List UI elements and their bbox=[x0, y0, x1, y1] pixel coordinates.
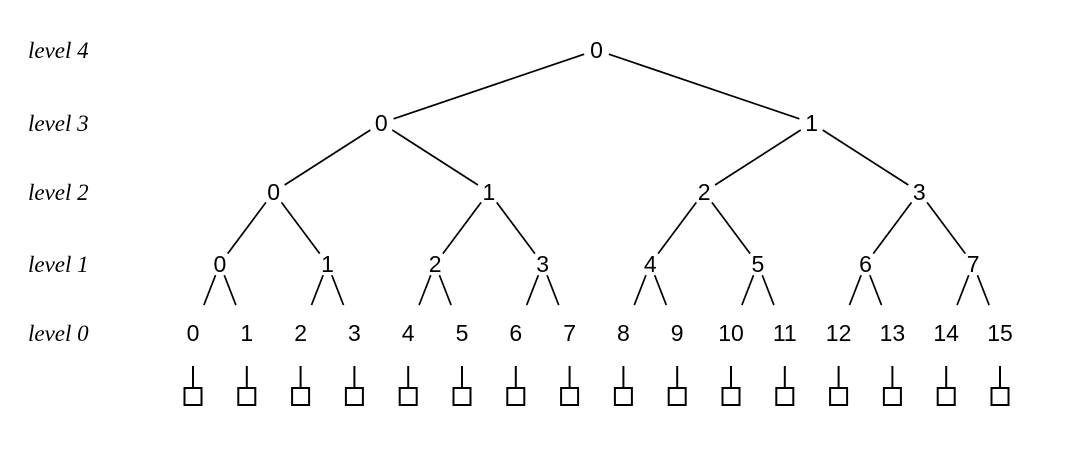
level-label-2: level 2 bbox=[28, 180, 89, 205]
tree-edge bbox=[848, 274, 862, 306]
leaf-box[interactable] bbox=[613, 387, 633, 406]
leaf-box[interactable] bbox=[882, 387, 902, 406]
tree-edges-group bbox=[203, 53, 990, 306]
tree-node-l1-7: 7 bbox=[967, 251, 980, 277]
leaf-label-12: 12 bbox=[826, 320, 852, 346]
tree-edge bbox=[227, 201, 267, 255]
leaf-label-7: 7 bbox=[563, 320, 576, 346]
level-label-1: level 1 bbox=[28, 252, 89, 277]
leaf-label-13: 13 bbox=[880, 320, 906, 346]
tree-edge bbox=[822, 129, 909, 186]
tree-edge bbox=[284, 129, 371, 186]
tree-edge bbox=[280, 201, 321, 255]
tree-node-l2-3: 3 bbox=[913, 179, 926, 205]
leaf-label-9: 9 bbox=[671, 320, 684, 346]
leaf-box[interactable] bbox=[667, 387, 687, 406]
tree-edge bbox=[714, 129, 802, 186]
leaf-label-5: 5 bbox=[456, 320, 469, 346]
tree-node-l1-2: 2 bbox=[429, 251, 442, 277]
leaf-label-11: 11 bbox=[773, 320, 797, 346]
tree-edge bbox=[926, 201, 966, 255]
tree-edge bbox=[741, 274, 755, 306]
level-label-0: level 0 bbox=[28, 321, 89, 346]
level-labels-group: level 4 level 3 level 2 level 1 level 0 bbox=[28, 38, 89, 346]
tree-edge bbox=[496, 201, 536, 255]
leaf-label-4: 4 bbox=[402, 320, 415, 346]
tree-edge bbox=[653, 274, 668, 306]
tree-edge bbox=[869, 274, 883, 306]
leaf-label-8: 8 bbox=[617, 320, 630, 346]
tree-node-l1-0: 0 bbox=[214, 251, 227, 277]
tree-node-l1-4: 4 bbox=[644, 251, 657, 277]
tree-node-l1-6: 6 bbox=[859, 251, 872, 277]
leaf-box[interactable] bbox=[829, 387, 849, 406]
leaf-label-10: 10 bbox=[718, 320, 744, 346]
leaf-label-3: 3 bbox=[348, 320, 361, 346]
tree-edge bbox=[331, 274, 345, 306]
tree-node-l1-1: 1 bbox=[321, 251, 334, 277]
leaf-box[interactable] bbox=[291, 387, 311, 406]
tree-node-l4-0: 0 bbox=[590, 37, 603, 63]
leaf-label-2: 2 bbox=[294, 320, 307, 346]
tree-node-l3-0: 0 bbox=[375, 110, 388, 136]
tree-edge bbox=[633, 274, 647, 306]
tree-node-l1-5: 5 bbox=[752, 251, 765, 277]
tree-edge bbox=[223, 274, 237, 306]
tree-node-l2-2: 2 bbox=[698, 179, 711, 205]
leaf-label-14: 14 bbox=[933, 320, 959, 346]
level-label-4: level 4 bbox=[28, 38, 89, 63]
tree-edge bbox=[310, 274, 324, 306]
tree-node-l1-3: 3 bbox=[536, 251, 549, 277]
leaf-boxes-group bbox=[183, 387, 1010, 406]
tree-edge bbox=[976, 274, 990, 306]
leaf-box[interactable] bbox=[237, 387, 257, 406]
tree-edge bbox=[203, 274, 217, 306]
tree-edge bbox=[872, 201, 913, 255]
leaf-box[interactable] bbox=[990, 387, 1010, 406]
leaf-label-6: 6 bbox=[509, 320, 522, 346]
tree-node-l2-0: 0 bbox=[267, 179, 280, 205]
tree-node-l2-1: 1 bbox=[483, 179, 496, 205]
leaf-box[interactable] bbox=[936, 387, 956, 406]
leaf-box[interactable] bbox=[506, 387, 526, 406]
tree-edge bbox=[711, 201, 751, 255]
tree-node-l3-1: 1 bbox=[805, 110, 818, 136]
tree-edge bbox=[418, 274, 432, 306]
leaf-box[interactable] bbox=[452, 387, 472, 406]
tree-edge bbox=[391, 129, 479, 186]
tree-edge bbox=[657, 201, 697, 255]
leaf-box[interactable] bbox=[398, 387, 418, 406]
leaf-box[interactable] bbox=[721, 387, 741, 406]
leaf-box[interactable] bbox=[775, 387, 795, 406]
tree-edge bbox=[761, 274, 775, 306]
leaf-box[interactable] bbox=[344, 387, 364, 406]
leaf-label-1: 1 bbox=[240, 320, 253, 346]
leaf-label-0: 0 bbox=[187, 320, 200, 346]
leaf-box[interactable] bbox=[560, 387, 580, 406]
tree-edge bbox=[442, 201, 482, 255]
leaf-stems-group bbox=[192, 366, 1001, 388]
tree-edge bbox=[438, 274, 452, 306]
leaf-label-15: 15 bbox=[987, 320, 1013, 346]
tree-edge bbox=[546, 274, 560, 306]
tree-edge bbox=[393, 53, 585, 120]
tree-edge bbox=[525, 274, 540, 306]
tree-edge bbox=[608, 53, 800, 120]
tree-edge bbox=[956, 274, 970, 306]
level-label-3: level 3 bbox=[28, 111, 89, 136]
leaf-box[interactable] bbox=[183, 387, 203, 406]
